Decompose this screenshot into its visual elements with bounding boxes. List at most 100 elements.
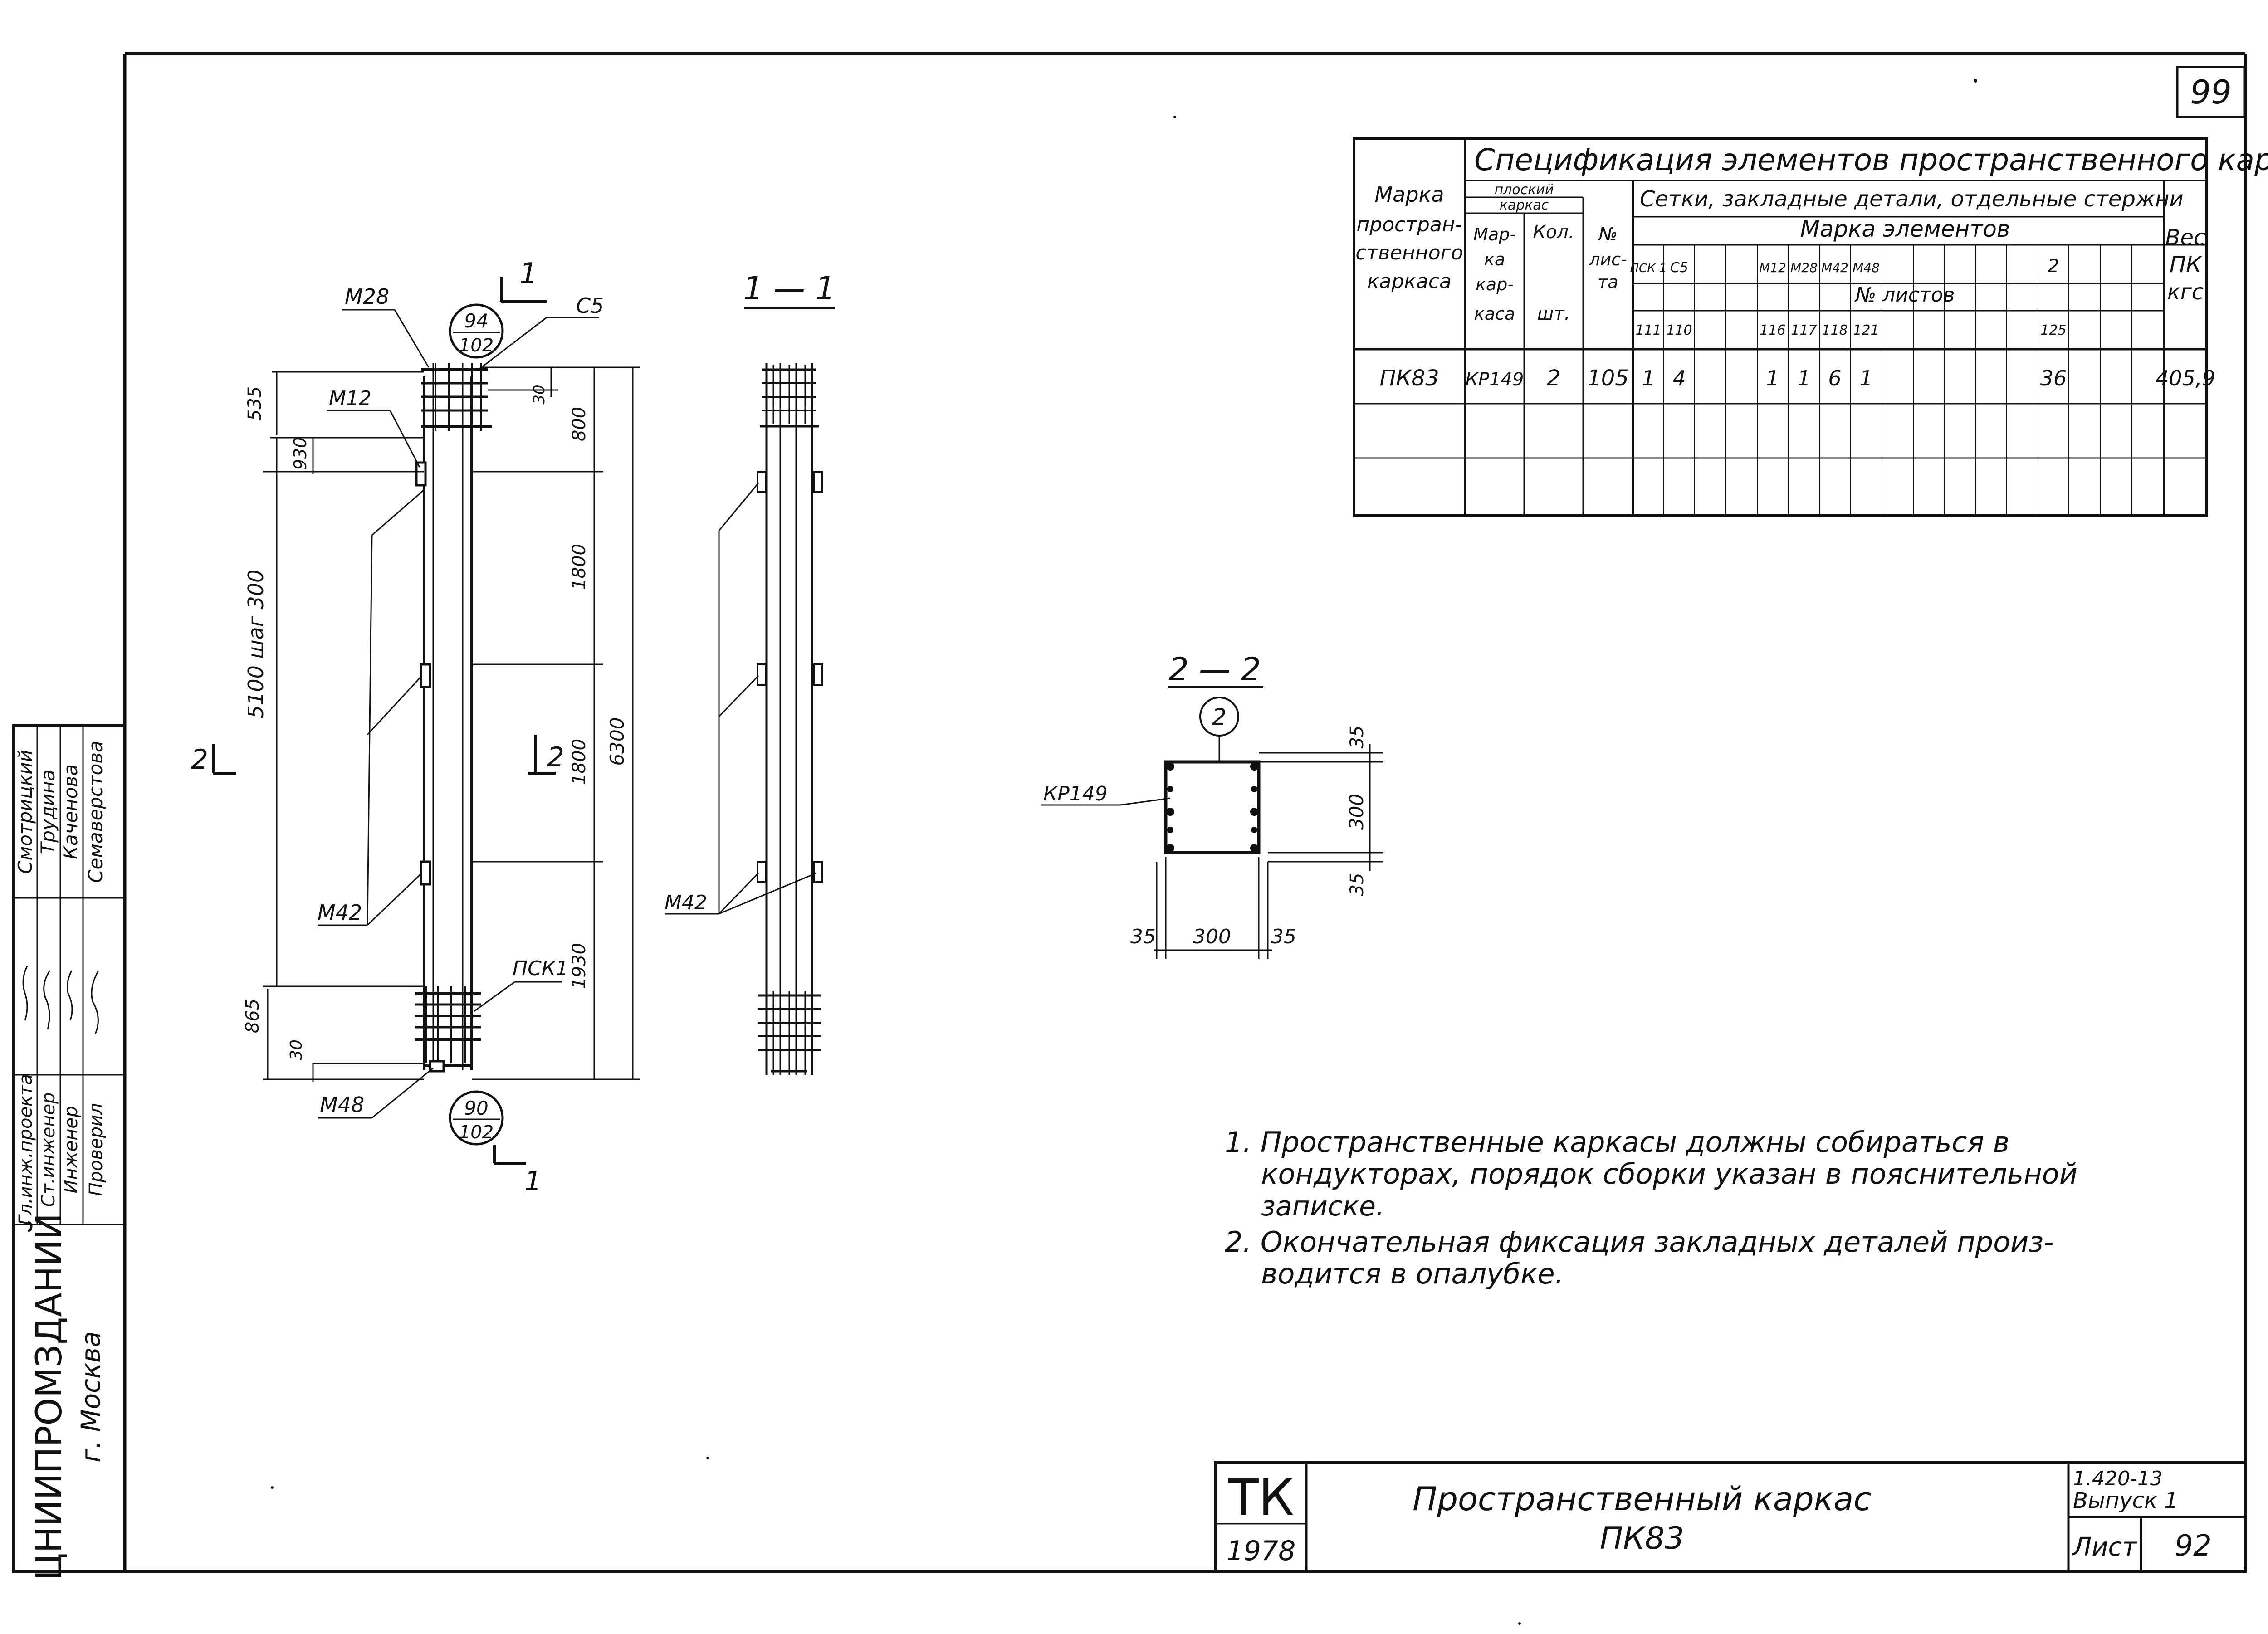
ref-top-num: 94 (464, 310, 488, 332)
title-main: Пространственный каркас (1413, 1480, 1872, 1518)
col-weight-3: кгс (2167, 279, 2204, 305)
row-count: 1 (1797, 366, 1810, 390)
dim-2-2-h-top: 35 (1347, 726, 1368, 749)
section-mark-2-right: 2 (528, 735, 564, 775)
leaders (318, 309, 599, 1119)
element-sheet: 110 (1666, 322, 1692, 338)
section-mark-2-left: 2 (191, 744, 236, 776)
title-sub: ПК83 (1600, 1521, 1684, 1556)
ref-top-den: 102 (459, 335, 494, 356)
specification-table: Спецификация элементов пространственного… (1353, 137, 2268, 517)
label-c5: С5 (576, 293, 604, 318)
dim-2-2-w-mid: 300 (1193, 925, 1231, 948)
col-weight-2: ПК (2170, 252, 2202, 278)
note-line-2: кондукторах, порядок сборки указан в поя… (1261, 1157, 2077, 1190)
section-label-2-right: 2 (547, 741, 564, 773)
title-year: 1978 (1227, 1535, 1296, 1567)
dim-6300: 6300 (606, 717, 628, 766)
element-mark: М42 (1821, 260, 1848, 275)
section-2-2-callout: 2 (1212, 704, 1227, 730)
element-sheet: 111 (1635, 322, 1661, 338)
dimensions-right: 30 800 1800 1800 1930 6300 (472, 366, 640, 1080)
section-2-2-title: 2 — 2 (1168, 651, 1261, 688)
section-label-2-left: 2 (191, 744, 208, 776)
title-sheet-no: 92 (2175, 1529, 2211, 1563)
notes: 1. Пространственные каркасы должны собир… (1225, 1126, 2077, 1290)
scan-specks (271, 79, 1977, 1625)
row-weight: 405,9 (2156, 366, 2215, 390)
sheet-number-box: 99 (2176, 66, 2246, 118)
element-mark: М28 (1790, 260, 1818, 275)
dim-2-2-w-left: 35 (1130, 925, 1156, 948)
dim-2-2-h-bot: 35 (1347, 873, 1368, 896)
element-sheet: 116 (1760, 322, 1785, 338)
col-qty-2: шт. (1537, 303, 1570, 324)
section-2-2-kp: КР149 (1043, 782, 1108, 805)
plate-m42-1 (420, 663, 431, 688)
label-m12: М12 (329, 387, 371, 410)
element-mark: М12 (1759, 260, 1786, 275)
section-mark-1-bottom: 1 (493, 1145, 542, 1197)
title-code: ТК (1227, 1468, 1294, 1527)
element-sheet: 117 (1791, 322, 1817, 338)
dim-1800-a: 1800 (569, 544, 590, 590)
stamp-city: г. Москва (75, 1331, 106, 1463)
element-columns (1663, 245, 2132, 516)
section-mark-1-top: 1 (500, 257, 547, 303)
section-1-1-bottom-grid (758, 991, 821, 1075)
element-sheet-cells: 111 110 116 117 118 121 125 (1635, 322, 2066, 338)
note-line-3: записке. (1261, 1190, 1384, 1222)
flat-frame-1: плоский (1495, 182, 1554, 198)
stamp-name: Трудина (37, 770, 59, 854)
col-mark-1: Марка (1374, 182, 1444, 207)
stamp-role: Гл.инж.проекта (15, 1074, 36, 1225)
col-frame-mark-4: каса (1474, 304, 1515, 324)
stamp-role: Инженер (61, 1106, 82, 1194)
section-1-1-leaders (665, 483, 817, 915)
plate-m42-2 (420, 860, 431, 886)
stamp-name: Каченова (59, 764, 82, 859)
element-sheet: 121 (1853, 322, 1879, 338)
dim-1800-b: 1800 (569, 739, 590, 785)
top-grid-c5 (421, 363, 492, 431)
note-line-1: 1. Пространственные каркасы должны собир… (1225, 1126, 2009, 1159)
dim-30-top: 30 (530, 385, 548, 404)
title-issue: Выпуск 1 (2073, 1488, 2178, 1513)
plate-m12 (415, 461, 427, 487)
dim-2-2-h-mid: 300 (1345, 794, 1368, 830)
section-1-1-label-m42: М42 (665, 891, 707, 914)
section-1-1-title: 1 — 1 (743, 270, 836, 307)
section-view-2-2: 2 — 2 2 КР149 35 300 35 (1041, 651, 1383, 959)
col-mark-4: каркаса (1367, 270, 1452, 293)
col-frame-mark-3: кар- (1476, 274, 1514, 294)
stamp-name: Смотрицкий (14, 750, 36, 874)
element-mark: С5 (1670, 260, 1688, 276)
dim-535: 535 (244, 386, 265, 421)
stamp-name: Семаверстова (84, 741, 107, 883)
row-count: 36 (2040, 366, 2067, 390)
main-elevation-view: 1 1 2 2 94 102 90 102 (191, 257, 640, 1197)
row-count: 1 (1859, 366, 1872, 390)
row-mark: ПК83 (1379, 366, 1439, 391)
dim-30: 30 (287, 1039, 306, 1060)
element-sheet: 125 (2040, 322, 2066, 338)
row-count: 1 (1766, 366, 1779, 390)
ref-bottom-den: 102 (459, 1122, 494, 1143)
spec-title: Спецификация элементов пространственного… (1474, 142, 2268, 177)
col-frame-mark-1: Мар- (1473, 224, 1516, 244)
col-sheet-3: та (1598, 272, 1618, 292)
col-frame-mark-2: ка (1484, 249, 1505, 269)
row-frame: КР149 (1466, 369, 1524, 390)
element-mark: М48 (1853, 260, 1880, 275)
ref-circle-top: 94 102 (449, 303, 504, 359)
element-sheet: 118 (1822, 322, 1848, 338)
col-mark-2: простран- (1357, 213, 1462, 236)
col-weight-1: Вес (2165, 225, 2206, 250)
title-sheet-label: Лист (2072, 1532, 2137, 1562)
row-count: 4 (1672, 366, 1686, 390)
section-1-1-top-grid (760, 365, 819, 428)
dim-5100: 5100 шаг 300 (244, 570, 268, 719)
element-mark: 2 (2048, 256, 2059, 277)
sheet-number: 99 (2190, 73, 2232, 111)
note-line-5: водится в опалубке. (1261, 1257, 1564, 1290)
